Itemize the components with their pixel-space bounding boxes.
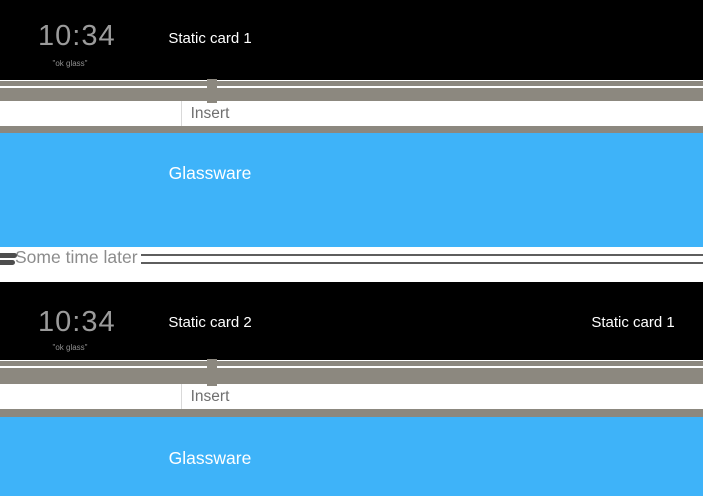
insert-label: Insert <box>190 105 230 122</box>
glassware-label: Glassware <box>168 163 252 183</box>
timeline-seam <box>181 384 182 409</box>
timeline-strip-thin <box>0 80 703 86</box>
glass-home-screen-2: 10:34 "ok glass" Static card 2 Static ca… <box>0 282 703 360</box>
static-card-1-label: Static card 1 <box>591 314 675 331</box>
insert-label: Insert <box>190 388 230 405</box>
timeline-strip-thick <box>0 367 703 384</box>
timeline-strip-thin <box>0 360 703 366</box>
time-break-label: Some time later <box>12 248 141 267</box>
insert-position-marker <box>207 359 217 386</box>
timeline-strip-thick <box>0 87 703 101</box>
timeline-seam <box>181 101 182 126</box>
insert-position-marker <box>207 79 217 103</box>
glassware-block-2: Glassware <box>0 416 703 496</box>
clock-display: 10:34 <box>38 20 116 52</box>
clock-display: 10:34 <box>38 306 116 338</box>
voice-prompt: "ok glass" <box>52 343 88 352</box>
time-break-stub-top <box>0 253 17 258</box>
time-break-line-top <box>0 254 703 256</box>
glassware-block-1: Glassware <box>0 133 703 247</box>
timeline-strip-bottom <box>0 409 703 417</box>
timeline-strip-bottom <box>0 126 703 133</box>
time-break-stub-bottom <box>0 259 15 265</box>
time-break-line-bottom <box>0 261 703 264</box>
glassware-label: Glassware <box>168 447 252 468</box>
glass-home-screen-1: 10:34 "ok glass" Static card 1 <box>0 0 703 80</box>
static-card-1-label: Static card 1 <box>168 30 252 47</box>
static-card-2-label: Static card 2 <box>168 314 252 331</box>
voice-prompt: "ok glass" <box>52 59 88 68</box>
